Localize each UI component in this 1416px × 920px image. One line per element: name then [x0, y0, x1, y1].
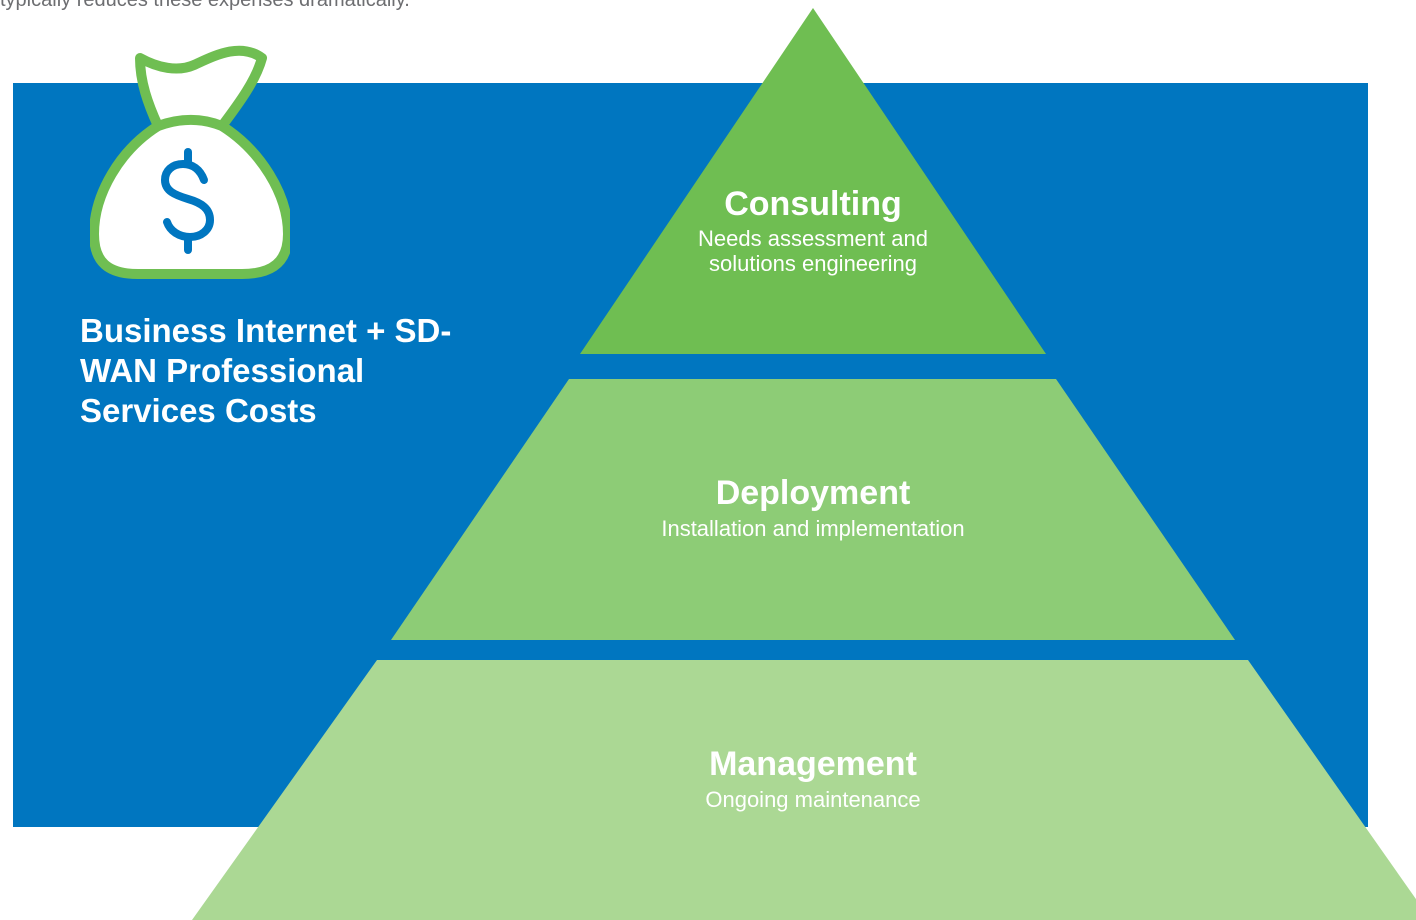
money-bag-tie	[153, 115, 227, 131]
pyramid-tier-deployment-shape	[391, 379, 1235, 640]
tier-management: Management Ongoing maintenance	[563, 745, 1063, 812]
pyramid-tier-management-shape	[192, 660, 1416, 920]
tier-title-deployment: Deployment	[715, 474, 911, 512]
panel-title: Business Internet + SD-WAN Professional …	[80, 312, 452, 429]
pyramid-tier-consulting-shape	[580, 8, 1046, 354]
tier-description-deployment: Installation and implementation	[661, 516, 965, 541]
tier-description-management: Ongoing maintenance	[705, 787, 921, 812]
tier-consulting: Consulting Needs assessment and solution…	[663, 185, 963, 276]
intro-text: typically reduces these expenses dramati…	[0, 0, 410, 11]
tier-title-consulting: Consulting	[724, 185, 902, 223]
tier-title-management: Management	[709, 745, 917, 783]
money-bag-dollar-icon	[90, 45, 290, 279]
tier-deployment: Deployment Installation and implementati…	[563, 474, 1063, 541]
tier-description-consulting: Needs assessment and solutions engineeri…	[698, 226, 928, 276]
